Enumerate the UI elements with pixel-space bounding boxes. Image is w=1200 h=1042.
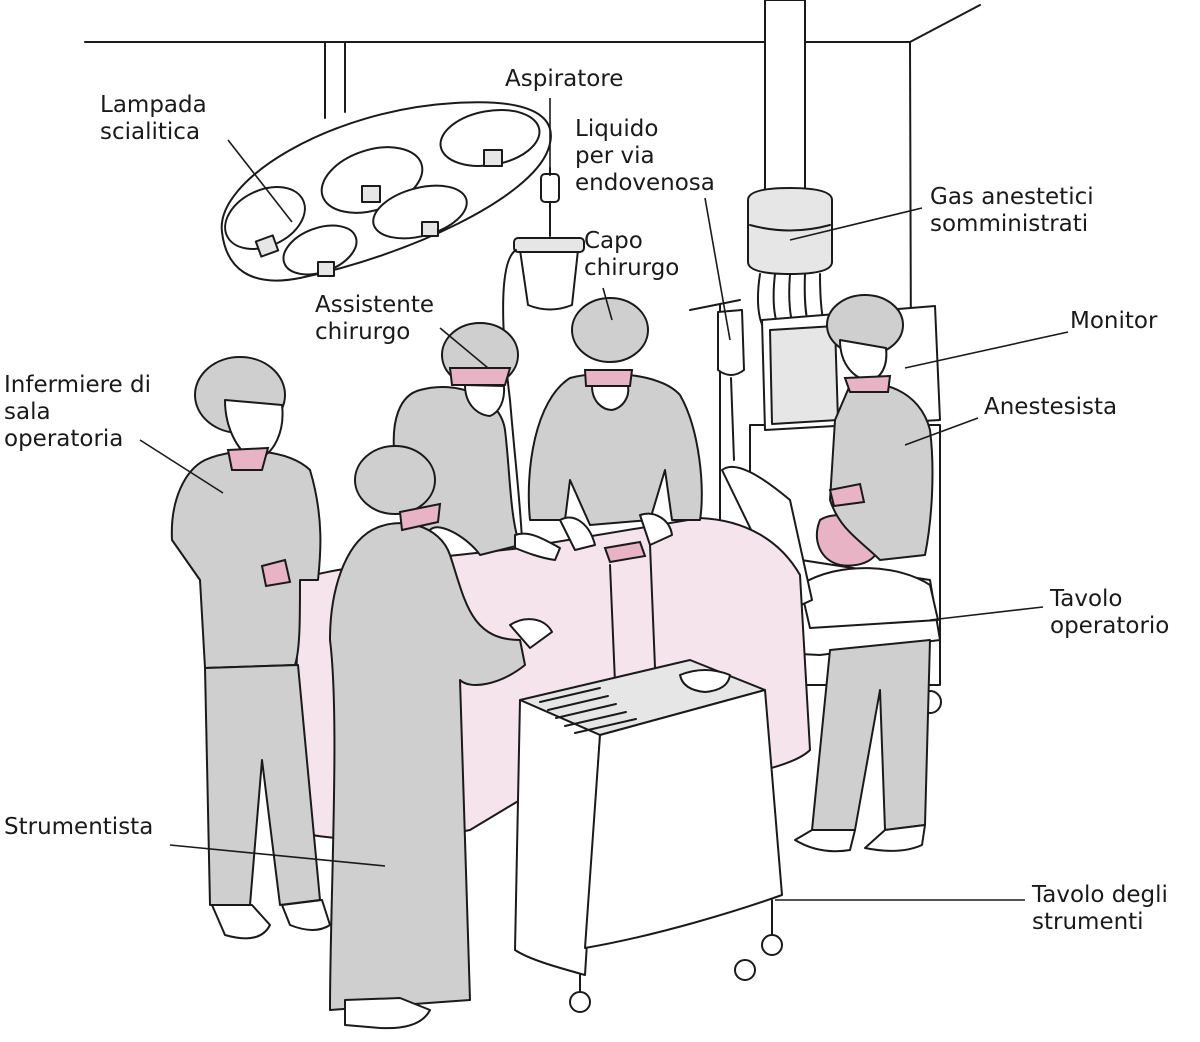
label-line: operatorio (1050, 613, 1170, 639)
anesthetist-figure (794, 294, 934, 853)
nurse-figure (170, 356, 331, 940)
label-lampada-scialitica: Lampada scialitica (100, 92, 207, 146)
label-assistente-chirurgo: Assistente chirurgo (315, 292, 434, 346)
label-line: sala (4, 399, 51, 425)
label-gas-anestetici: Gas anestetici somministrati (930, 184, 1094, 238)
label-line: Tavolo (1050, 586, 1123, 612)
label-tavolo-strumenti: Tavolo degli strumenti (1032, 882, 1168, 936)
label-line: somministrati (930, 211, 1089, 237)
gas-column (747, 0, 833, 331)
label-line: operatoria (4, 426, 124, 452)
instrument-table (514, 659, 783, 1013)
scrub-nurse-figure (329, 445, 553, 1030)
label-line: Tavolo degli (1032, 882, 1168, 908)
label-line: Anestesista (984, 394, 1118, 420)
label-line: Gas anestetici (930, 184, 1094, 210)
label-strumentista: Strumentista (4, 814, 153, 841)
label-line: endovenosa (575, 170, 715, 196)
label-line: Infermiere di (4, 372, 152, 398)
label-monitor: Monitor (1070, 308, 1157, 335)
label-tavolo-operatorio: Tavolo operatorio (1050, 586, 1169, 640)
label-infermiere-sala-operatoria: Infermiere di sala operatoria (4, 372, 151, 453)
label-line: Monitor (1070, 308, 1158, 334)
label-line: Lampada (100, 92, 207, 118)
label-line: Strumentista (4, 814, 154, 840)
label-line: chirurgo (584, 255, 680, 281)
label-line: chirurgo (315, 319, 411, 345)
leader-lines (139, 98, 1069, 901)
label-line: strumenti (1032, 909, 1144, 935)
label-line: Liquido (575, 116, 659, 142)
surgical-lamp (220, 41, 552, 282)
label-capo-chirurgo: Capo chirurgo (584, 228, 679, 282)
label-line: Aspiratore (505, 66, 624, 92)
label-line: Capo (584, 228, 643, 254)
iv-pole (689, 299, 745, 521)
assistant-surgeon-figure (392, 322, 561, 561)
head-surgeon-figure (527, 297, 703, 551)
label-aspiratore: Aspiratore (505, 66, 623, 93)
label-line: Assistente (315, 292, 434, 318)
label-line: scialitica (100, 119, 201, 145)
suction-device (502, 167, 585, 541)
label-anestesista: Anestesista (984, 394, 1117, 421)
label-line: per via (575, 143, 655, 169)
label-liquido-endovenosa: Liquido per via endovenosa (575, 116, 715, 197)
